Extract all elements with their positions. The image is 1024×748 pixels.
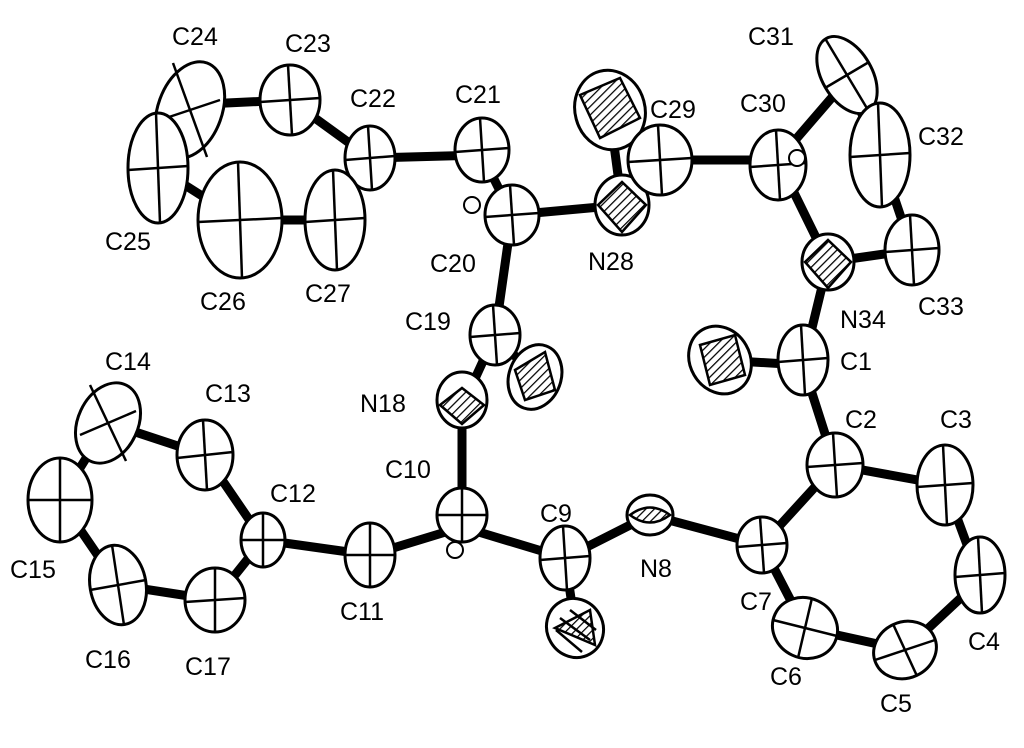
atom-n18 (435, 370, 489, 430)
label-c30: C30 (740, 90, 786, 118)
atom-c19 (468, 303, 522, 367)
atom-c16 (88, 543, 148, 627)
atom-c33 (883, 213, 941, 287)
label-c4: C4 (968, 628, 1000, 656)
atom-c9 (538, 524, 592, 592)
atom-o-c9 (544, 596, 606, 660)
atoms (26, 35, 1007, 681)
h-atom-c30 (788, 149, 806, 167)
label-c32: C32 (918, 123, 964, 151)
label-c16: C16 (85, 646, 131, 674)
atom-o-c19 (506, 343, 564, 411)
atom-c17 (183, 566, 247, 634)
atom-c10 (435, 486, 489, 544)
atom-c25 (126, 111, 190, 225)
atom-n28 (593, 173, 651, 237)
label-c24: C24 (172, 23, 218, 51)
label-c10: C10 (385, 456, 431, 484)
label-c19: C19 (405, 308, 451, 336)
label-c31: C31 (748, 23, 794, 51)
label-c22: C22 (350, 85, 396, 113)
label-c17: C17 (185, 653, 231, 681)
atom-c14 (74, 381, 142, 465)
atom-c13 (175, 418, 235, 492)
label-c14: C14 (105, 348, 151, 376)
atom-c31 (815, 35, 879, 115)
label-c9: C9 (540, 500, 572, 528)
atom-c2 (805, 431, 865, 499)
atom-c4 (953, 535, 1007, 615)
atom-c30 (748, 128, 808, 202)
label-c27: C27 (305, 280, 351, 308)
atom-o-c1 (687, 324, 753, 396)
label-n8: N8 (640, 555, 672, 583)
label-c7: C7 (740, 588, 772, 616)
label-c3: C3 (940, 406, 972, 434)
atom-c26 (196, 160, 284, 280)
atom-c12 (239, 511, 287, 569)
atom-c3 (915, 443, 975, 527)
label-c6: C6 (770, 663, 802, 691)
label-c26: C26 (200, 288, 246, 316)
atom-c23 (258, 63, 322, 137)
label-c23: C23 (285, 30, 331, 58)
atom-c15 (26, 456, 94, 544)
label-n28: N28 (588, 248, 634, 276)
h-atom-c10 (446, 541, 464, 559)
atom-c21 (453, 116, 511, 184)
label-c5: C5 (880, 690, 912, 718)
label-c21: C21 (455, 81, 501, 109)
label-c1: C1 (840, 348, 872, 376)
atom-c6 (771, 595, 839, 661)
label-c13: C13 (205, 380, 251, 408)
atom-c1 (776, 323, 830, 397)
atom-c29 (626, 123, 694, 197)
atom-c7 (735, 515, 789, 575)
atom-n34 (800, 232, 856, 292)
label-c25: C25 (105, 228, 151, 256)
label-c15: C15 (10, 556, 56, 584)
h-atom-c20 (463, 196, 481, 214)
label-c20: C20 (430, 250, 476, 278)
label-c29: C29 (650, 96, 696, 124)
label-c12: C12 (270, 480, 316, 508)
atom-c11 (343, 521, 397, 589)
atom-c5 (872, 619, 938, 681)
label-n34: N34 (840, 306, 886, 334)
label-c11: C11 (340, 598, 384, 626)
atom-c20 (483, 183, 541, 247)
atom-c22 (343, 124, 397, 192)
atom-n8 (625, 493, 675, 537)
atom-labels: C1 C2 C3 C4 C5 C6 C7 N8 C9 C10 C11 C12 C… (10, 23, 1000, 718)
atom-c32 (848, 101, 912, 209)
label-n18: N18 (360, 390, 406, 418)
label-c33: C33 (918, 293, 964, 321)
label-c2: C2 (845, 406, 877, 434)
atom-c27 (303, 168, 367, 272)
atom-o-n28 (573, 68, 647, 152)
